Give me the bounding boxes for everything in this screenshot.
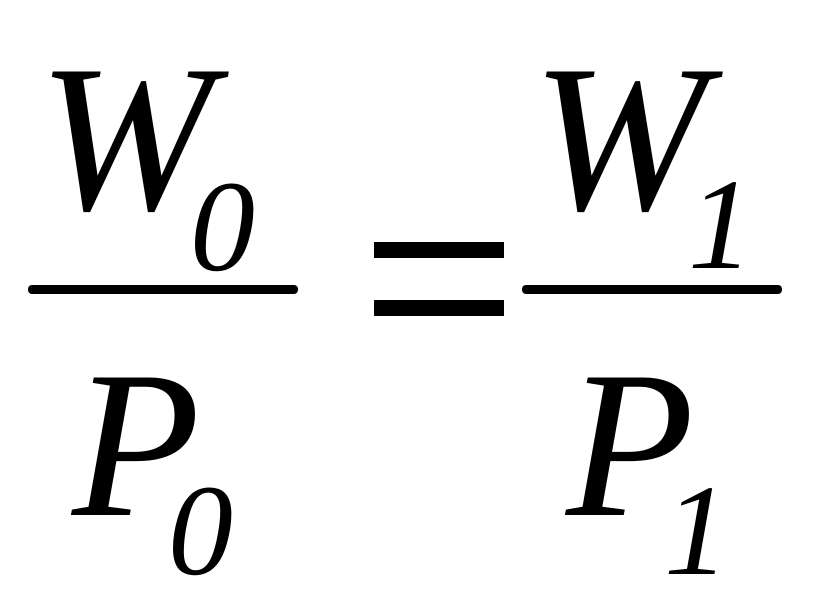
right-fraction-bar <box>522 285 782 294</box>
left-numerator-subscript: 0 <box>190 155 255 299</box>
right-numerator-subscript: 1 <box>688 153 753 297</box>
equals-sign-top-bar <box>374 242 504 258</box>
left-numerator-symbol: W <box>38 23 213 255</box>
right-denominator-subscript: 1 <box>664 459 729 603</box>
left-denominator-subscript: 0 <box>168 459 233 603</box>
left-fraction-bar <box>28 285 298 294</box>
left-denominator-symbol: P <box>72 329 201 561</box>
equals-sign-bottom-bar <box>374 300 504 316</box>
right-denominator-symbol: P <box>566 329 695 561</box>
right-numerator-symbol: W <box>532 23 707 255</box>
